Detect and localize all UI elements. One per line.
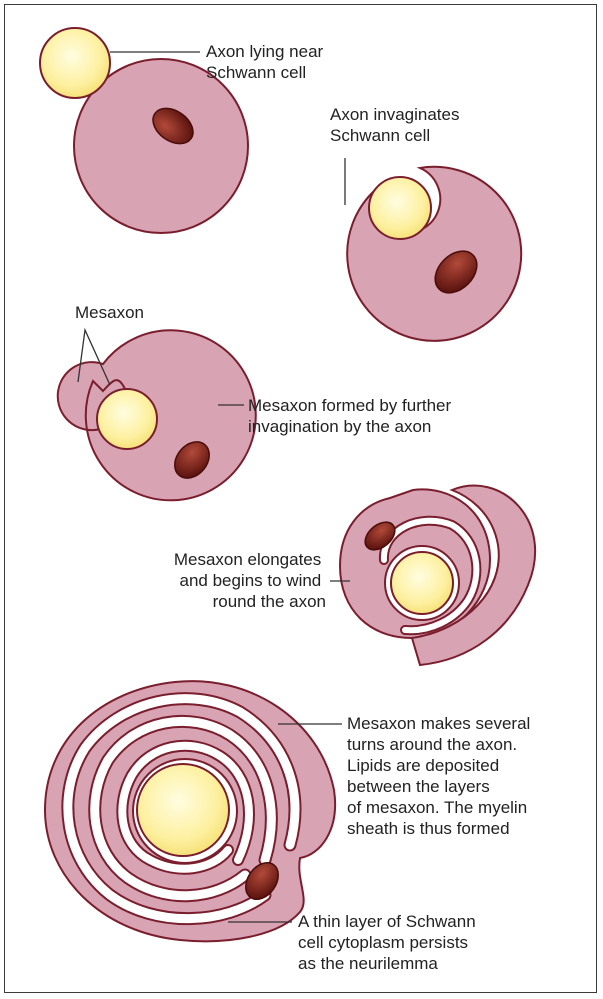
axon-2: [369, 177, 431, 239]
label-stage2: Axon invaginates Schwann cell: [330, 105, 464, 145]
axon-4: [391, 552, 453, 614]
label-stage1: Axon lying near Schwann cell: [206, 42, 328, 82]
stage5-group: Mesaxon makes several turns around the a…: [45, 681, 535, 973]
axon-3: [97, 389, 157, 449]
label-stage6: A thin layer of Schwann cell cytoplasm p…: [298, 912, 480, 973]
stage2-group: Axon invaginates Schwann cell: [330, 105, 521, 341]
axon-1: [40, 28, 110, 98]
label-mesaxon: Mesaxon: [75, 303, 144, 322]
axon-5: [137, 764, 229, 856]
label-stage4: Mesaxon elongates and begins to wind rou…: [174, 550, 326, 611]
stage4-group: Mesaxon elongates and begins to wind rou…: [174, 486, 535, 665]
label-stage3: Mesaxon formed by further invagination b…: [248, 396, 456, 436]
stage1-group: Axon lying near Schwann cell: [40, 28, 328, 233]
label-stage5: Mesaxon makes several turns around the a…: [347, 714, 535, 838]
